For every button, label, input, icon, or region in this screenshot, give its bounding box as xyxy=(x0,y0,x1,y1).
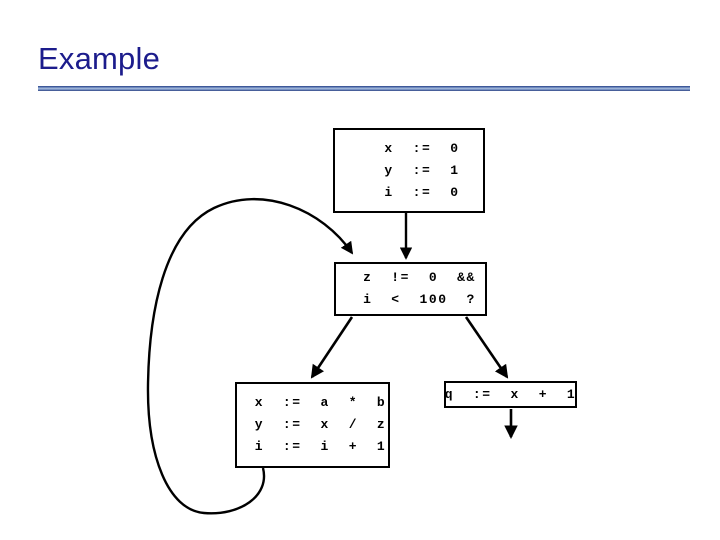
initialization-block[interactable]: x := 0 y := 1 i := 0 xyxy=(333,128,485,213)
code-line: x := 0 xyxy=(384,140,460,156)
edge-body-to-cond-loop xyxy=(146,197,354,515)
code-line: z != 0 && xyxy=(363,270,476,285)
code-line: y := 1 xyxy=(384,162,460,178)
title-divider xyxy=(38,86,690,91)
code-line: i := i + 1 xyxy=(254,439,387,454)
code-line: y := x / z xyxy=(254,417,387,432)
page-title: Example xyxy=(38,41,161,76)
code-line: q := x + 1 xyxy=(444,386,577,402)
code-line: x := a * b xyxy=(254,395,387,410)
edge-cond-to-body xyxy=(310,316,354,379)
exit-block[interactable]: q := x + 1 xyxy=(444,381,577,408)
loop-body-block[interactable]: x := a * b y := x / z i := i + 1 xyxy=(235,382,390,468)
edge-cond-to-exit xyxy=(464,316,509,379)
code-line: i := 0 xyxy=(384,184,460,200)
code-line: i < 100 ? xyxy=(363,292,476,307)
condition-block[interactable]: z != 0 && i < 100 ? xyxy=(334,262,487,316)
